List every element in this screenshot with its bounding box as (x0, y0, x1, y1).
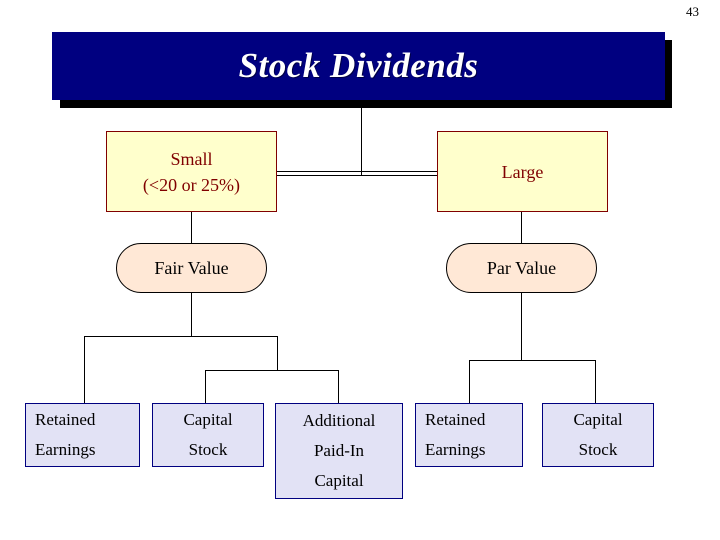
node-line: Earnings (35, 440, 96, 459)
connector-fairvalue-stem (191, 293, 192, 336)
connector-title-stem (361, 108, 362, 176)
node-fair-value-label: Fair Value (154, 258, 229, 278)
connector-fairvalue-bar-outer (84, 336, 278, 337)
page-title: Stock Dividends (238, 46, 479, 85)
title-banner: Stock Dividends (52, 32, 665, 100)
node-par-value[interactable]: Par Value (446, 243, 597, 293)
connector-inner-right-drop (338, 370, 339, 403)
node-line: Stock (578, 440, 618, 459)
node-line: Earnings (425, 440, 486, 459)
node-line: Additional (302, 411, 376, 430)
node-par-value-label: Par Value (486, 258, 557, 278)
connector-level1-bar (191, 175, 522, 176)
connector-parvalue-left-drop (469, 360, 470, 403)
connector-fairvalue-right-drop (277, 336, 278, 370)
node-capital-stock-right[interactable]: Capital Stock (542, 403, 654, 467)
connector-stub-small (277, 171, 361, 172)
node-large[interactable]: Large (437, 131, 608, 212)
node-fair-value[interactable]: Fair Value (116, 243, 267, 293)
node-line: Capital (573, 410, 623, 429)
node-small-line1: Small (170, 148, 213, 169)
node-capital-stock-left[interactable]: Capital Stock (152, 403, 264, 467)
node-line: Paid-In (313, 441, 365, 460)
node-small-line2: (<20 or 25%) (142, 174, 241, 195)
connector-inner-left-drop (205, 370, 206, 403)
connector-fairvalue-bar-inner (205, 370, 338, 371)
node-line: Retained (425, 410, 486, 429)
node-line: Stock (188, 440, 228, 459)
node-line: Capital (183, 410, 233, 429)
connector-parvalue-bar (469, 360, 595, 361)
connector-small-to-fairvalue (191, 212, 192, 243)
connector-stub-large (361, 171, 438, 172)
node-additional-paid-in-capital[interactable]: Additional Paid-In Capital (275, 403, 403, 499)
connector-fairvalue-left-drop (84, 336, 85, 403)
node-retained-earnings-left[interactable]: Retained Earnings (25, 403, 140, 467)
node-line: Capital (314, 471, 364, 490)
connector-parvalue-right-drop (595, 360, 596, 403)
node-retained-earnings-right[interactable]: Retained Earnings (415, 403, 523, 467)
connector-large-to-parvalue (521, 212, 522, 243)
node-small[interactable]: Small (<20 or 25%) (106, 131, 277, 212)
node-line: Retained (35, 410, 96, 429)
connector-parvalue-stem (521, 293, 522, 360)
node-large-line1: Large (501, 161, 544, 182)
page-number: 43 (686, 4, 699, 19)
